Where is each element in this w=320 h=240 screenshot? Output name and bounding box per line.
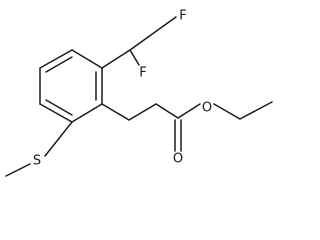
ring-bond-upper-right <box>71 49 103 69</box>
ring-bond-lower-right <box>71 103 103 123</box>
ring-inner-line-bottom <box>45 99 73 116</box>
ring-bond-bottom <box>39 103 73 123</box>
ester-bond-ethyl-side <box>213 103 241 120</box>
ethyl-bond <box>239 101 273 120</box>
chain-bond-3 <box>155 103 179 119</box>
ring-to-sulfur-bond <box>44 121 73 157</box>
sulfur-atom-label: S <box>33 154 41 169</box>
fluorine-atom-label-upper: F <box>179 9 186 24</box>
chain-bond-1 <box>101 103 130 121</box>
fluorine-atom-label-lower: F <box>139 66 146 81</box>
chain-bond-2 <box>128 103 157 121</box>
ester-oxygen-atom-label: O <box>202 101 212 116</box>
ring-inner-line-top <box>45 56 73 73</box>
fluorine-bond-lower <box>129 49 140 66</box>
bond-lines <box>5 16 273 177</box>
ring-bond-top <box>39 49 73 69</box>
ester-bond-carbonyl-side <box>177 103 201 119</box>
sulfur-methyl-bond <box>5 163 31 177</box>
difluoromethyl-bond <box>101 49 131 69</box>
carbonyl-oxygen-atom-label: O <box>173 152 183 167</box>
fluorine-bond-upper <box>129 16 177 51</box>
molecule-structure-diagram: F F O O S <box>5 9 273 177</box>
